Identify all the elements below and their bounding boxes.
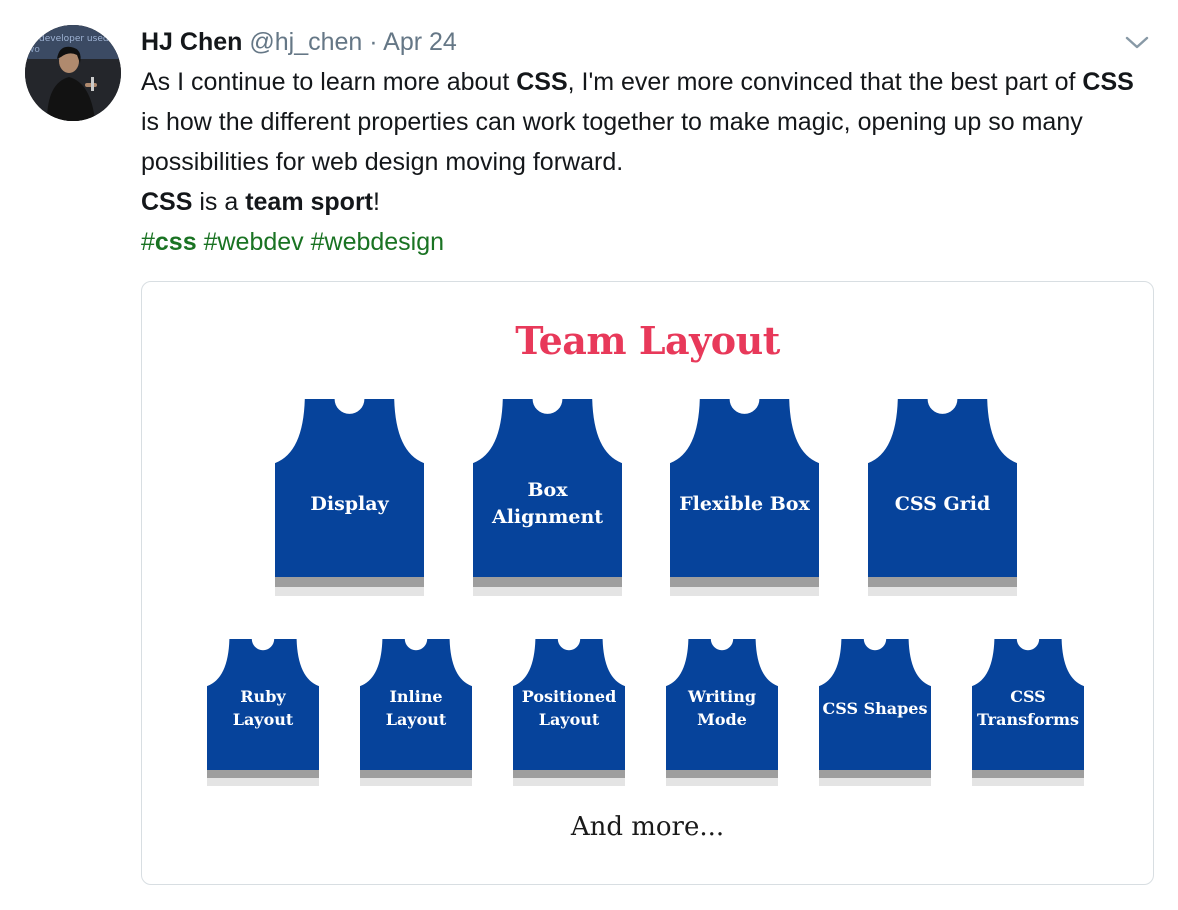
header-separator: · <box>369 28 378 56</box>
jersey-display: Display <box>275 399 424 596</box>
bold-team-sport: team sport <box>245 188 374 216</box>
tweet-paragraph: CSS is a team sport! <box>141 188 380 216</box>
hashtag-css[interactable]: #css <box>141 228 197 256</box>
jersey-label: Display <box>275 449 424 559</box>
jersey-flexible-box: Flexible Box <box>670 399 819 596</box>
jersey-label-line: Mode <box>697 710 747 729</box>
jersey-css-transforms: CSS Transforms <box>972 639 1084 786</box>
jersey-label-line: Positioned <box>521 687 617 706</box>
hashtag-webdev[interactable]: #webdev <box>203 228 304 256</box>
jersey-label-line: CSS <box>1010 687 1046 706</box>
author-name[interactable]: HJ Chen <box>141 28 243 56</box>
jersey-label-line: Flexible Box <box>679 492 810 515</box>
tweet-date[interactable]: Apr 24 <box>383 28 457 56</box>
jersey-label: CSS Transforms <box>972 669 1084 747</box>
and-more-text: And more... <box>570 812 725 842</box>
jersey-label: Flexible Box <box>670 449 819 559</box>
bold-css: CSS <box>1082 68 1134 96</box>
jersey-css-shapes: CSS Shapes <box>819 639 931 786</box>
jersey-label: CSS Grid <box>868 449 1017 559</box>
tweet-body: As I continue to learn more about CSS, I… <box>141 62 1151 262</box>
jersey-label-line: Transforms <box>976 710 1080 729</box>
jersey-label-line: CSS Grid <box>894 492 991 515</box>
jersey-label-line: Layout <box>385 710 447 729</box>
jersey-label-line: Ruby <box>240 687 286 706</box>
slide-title: Team Layout <box>515 318 780 363</box>
jersey-label-line: Layout <box>538 710 600 729</box>
author-handle[interactable]: @hj_chen <box>249 28 363 56</box>
jersey-label-line: Box <box>527 479 568 501</box>
bold-css: CSS <box>516 68 568 96</box>
hashtag-list: #css #webdev #webdesign <box>141 222 1151 262</box>
jersey-label-line: CSS Shapes <box>822 698 928 718</box>
jersey-label-line: Alignment <box>491 506 604 528</box>
jersey-label-line: Layout <box>232 710 294 729</box>
jersey-label-line: Inline <box>389 687 443 706</box>
hashtag-webdesign[interactable]: #webdesign <box>310 228 445 256</box>
svg-text:developer used: developer used <box>39 34 109 44</box>
chevron-down-icon[interactable] <box>1122 30 1152 54</box>
jersey-css-grid: CSS Grid <box>868 399 1017 596</box>
jersey-label-line: Writing <box>687 687 757 706</box>
profile-photo: developer used wo <box>25 25 121 121</box>
avatar[interactable]: developer used wo <box>25 25 121 121</box>
tweet-header: HJ Chen @hj_chen · Apr 24 <box>141 25 457 59</box>
bold-css: CSS <box>141 188 193 216</box>
svg-text:wo: wo <box>27 45 40 55</box>
tweet-paragraph: As I continue to learn more about CSS, I… <box>141 68 1134 176</box>
jersey-label: CSS Shapes <box>819 669 931 747</box>
jersey-label-line: Display <box>310 492 389 515</box>
